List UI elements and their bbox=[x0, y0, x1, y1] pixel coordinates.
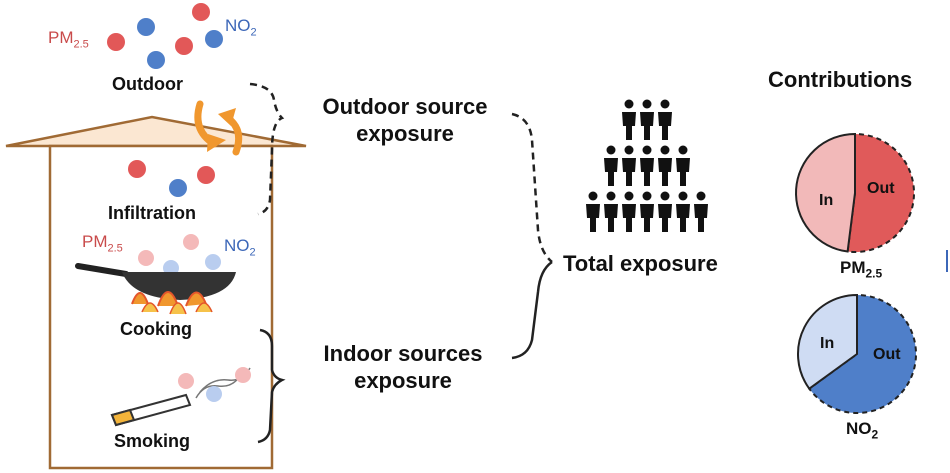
no2-label-indoor: NO2 bbox=[224, 236, 256, 258]
pie-slice-out bbox=[807, 293, 917, 414]
pm-particle bbox=[183, 234, 199, 250]
pie-out-label-no2: Out bbox=[873, 346, 901, 363]
arrow-head bbox=[207, 134, 226, 152]
merge-brace-upper bbox=[511, 112, 553, 263]
indoor-exposure-line2: exposure bbox=[354, 368, 452, 393]
person-icon bbox=[658, 99, 672, 140]
merge-brace-lower bbox=[511, 260, 553, 360]
pm-particle bbox=[192, 3, 210, 21]
pie-slice-out bbox=[846, 132, 915, 253]
total-exposure-label: Total exposure bbox=[563, 251, 718, 276]
wok-icon bbox=[75, 263, 236, 315]
house-walls bbox=[48, 144, 274, 470]
no2-particle bbox=[205, 30, 223, 48]
pm-subscript: 2.5 bbox=[107, 242, 123, 255]
outdoor-exposure-line1: Outdoor source bbox=[322, 94, 488, 119]
no2-particle bbox=[137, 18, 155, 36]
pm-particle bbox=[178, 373, 194, 389]
person-icon bbox=[604, 145, 618, 186]
person-icon bbox=[640, 99, 654, 140]
person-icon bbox=[640, 191, 654, 232]
pm25-label-outdoor: PM2.5 bbox=[48, 28, 89, 50]
person-icon bbox=[622, 99, 636, 140]
no-subscript: 2 bbox=[249, 246, 256, 259]
outdoor-exposure-label: Outdoor source exposure bbox=[300, 93, 510, 147]
outdoor-label: Outdoor bbox=[112, 74, 183, 94]
person-icon bbox=[586, 191, 600, 232]
pm-particle bbox=[235, 367, 251, 383]
pm-particle bbox=[107, 33, 125, 51]
pm-particle bbox=[138, 250, 154, 266]
person-icon bbox=[676, 191, 690, 232]
person-icon bbox=[604, 191, 618, 232]
person-icon bbox=[640, 145, 654, 186]
no2-label-outdoor: NO2 bbox=[225, 16, 257, 38]
cigarette-icon bbox=[110, 367, 251, 427]
outdoor-brace bbox=[249, 82, 285, 216]
person-icon bbox=[658, 191, 672, 232]
house-roof bbox=[5, 115, 307, 148]
smoking-label: Smoking bbox=[114, 431, 191, 451]
pm-particle bbox=[128, 160, 146, 178]
pm-particle bbox=[175, 37, 193, 55]
no-text: NO bbox=[224, 236, 250, 255]
pie-slice-in bbox=[795, 132, 856, 253]
pm-text: PM bbox=[48, 28, 74, 47]
person-icon bbox=[676, 145, 690, 186]
pie-caption-text: PM bbox=[840, 258, 866, 277]
pm-text: PM bbox=[82, 232, 108, 251]
pie-caption-subscript: 2 bbox=[871, 427, 879, 442]
person-icon bbox=[622, 191, 636, 232]
no-subscript: 2 bbox=[250, 26, 257, 39]
arrow-head bbox=[218, 108, 236, 126]
person-icon bbox=[658, 145, 672, 186]
pie-slice-in bbox=[797, 293, 858, 391]
infiltration-arrows bbox=[194, 100, 243, 156]
pie-in-label-no2: In bbox=[820, 335, 835, 352]
no2-particle bbox=[169, 179, 187, 197]
infiltration-label: Infiltration bbox=[108, 203, 196, 223]
no2-particle bbox=[147, 51, 165, 69]
pie-in-label-pm: In bbox=[819, 192, 834, 209]
pm-subscript: 2.5 bbox=[73, 38, 89, 51]
outdoor-particles bbox=[107, 3, 223, 69]
infiltration-particles bbox=[128, 160, 215, 197]
indoor-brace bbox=[257, 328, 286, 444]
contribution-pies bbox=[795, 132, 917, 414]
no2-particle bbox=[205, 254, 221, 270]
pie-caption-pm: PM2.5 bbox=[840, 258, 882, 280]
no2-particle bbox=[206, 386, 222, 402]
pm-particle bbox=[197, 166, 215, 184]
pie-caption-no2: NO2 bbox=[846, 419, 878, 441]
person-icon bbox=[622, 145, 636, 186]
population-icon bbox=[586, 99, 708, 232]
pie-caption-text: NO bbox=[846, 419, 872, 438]
person-icon bbox=[694, 191, 708, 232]
contributions-title: Contributions bbox=[768, 67, 913, 92]
pie-caption-subscript: 2.5 bbox=[865, 266, 883, 281]
pie-out-label-pm: Out bbox=[867, 180, 895, 197]
pm25-label-indoor: PM2.5 bbox=[82, 232, 123, 254]
cooking-label: Cooking bbox=[120, 319, 192, 339]
indoor-exposure-line1: Indoor sources bbox=[323, 341, 483, 366]
outdoor-exposure-line2: exposure bbox=[356, 121, 454, 146]
no-text: NO bbox=[225, 16, 251, 35]
indoor-exposure-label: Indoor sources exposure bbox=[298, 340, 508, 394]
house bbox=[5, 115, 307, 470]
